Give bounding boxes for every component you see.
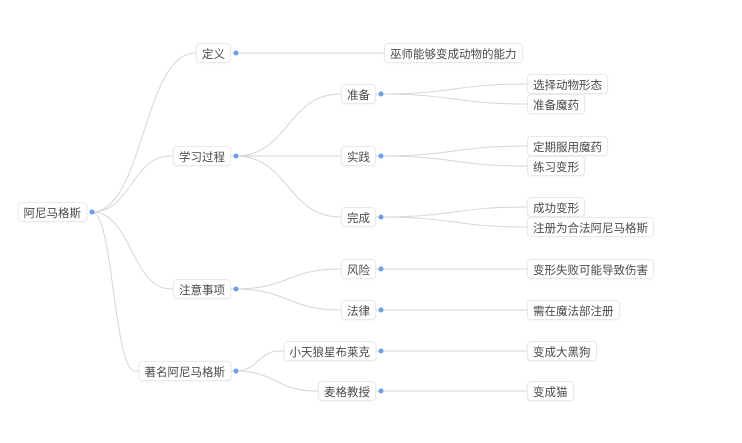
branch-topic[interactable]: 注意事项 [173,279,231,299]
connector-line [235,370,381,392]
branch-topic[interactable]: 法律 [341,300,376,320]
expand-dot-icon[interactable] [378,91,384,97]
leaf-topic[interactable]: 选择动物形态 [527,74,608,94]
connector-line [91,155,236,213]
branch-topic[interactable]: 著名阿尼马格斯 [138,361,231,381]
branch-topic[interactable]: 小天狼星布莱克 [283,341,376,361]
expand-dot-icon[interactable] [89,209,95,215]
connector-line [380,83,528,95]
expand-dot-icon[interactable] [378,388,384,394]
expand-dot-icon[interactable] [233,368,239,374]
branch-topic[interactable]: 定义 [196,43,231,63]
leaf-topic[interactable]: 成功变形 [527,197,585,217]
connector-line [380,145,528,157]
connector-line [380,93,528,105]
branch-topic[interactable]: 准备 [341,84,376,104]
connector-line [380,216,528,228]
branch-topic[interactable]: 麦格教授 [318,381,376,401]
connector-line [235,155,381,218]
leaf-topic[interactable]: 变成大黑狗 [527,341,597,361]
leaf-topic[interactable]: 注册为合法阿尼马格斯 [527,217,654,237]
connector-line [235,350,381,372]
leaf-topic[interactable]: 准备魔药 [527,94,585,114]
connector-line [380,206,528,218]
connector-line [380,155,528,167]
root-topic[interactable]: 阿尼马格斯 [17,202,87,222]
expand-dot-icon[interactable] [233,50,239,56]
connector-line [235,93,381,157]
expand-dot-icon[interactable] [378,348,384,354]
expand-dot-icon[interactable] [378,266,384,272]
connector-line [91,211,236,290]
leaf-topic[interactable]: 练习变形 [527,156,585,176]
branch-topic[interactable]: 学习过程 [173,146,231,166]
expand-dot-icon[interactable] [233,286,239,292]
leaf-topic[interactable]: 巫师能够变成动物的能力 [384,43,523,63]
expand-dot-icon[interactable] [233,153,239,159]
connector-line [91,52,236,213]
expand-dot-icon[interactable] [378,153,384,159]
branch-topic[interactable]: 完成 [341,207,376,227]
expand-dot-icon[interactable] [378,307,384,313]
branch-topic[interactable]: 实践 [341,146,376,166]
leaf-topic[interactable]: 需在魔法部注册 [527,300,620,320]
leaf-topic[interactable]: 变形失败可能导致伤害 [527,259,654,279]
leaf-topic[interactable]: 定期服用魔药 [527,136,608,156]
connector-line [235,288,381,311]
expand-dot-icon[interactable] [378,214,384,220]
connector-line [91,211,236,372]
connector-line [235,268,381,290]
leaf-topic[interactable]: 变成猫 [527,381,574,401]
branch-topic[interactable]: 风险 [341,259,376,279]
